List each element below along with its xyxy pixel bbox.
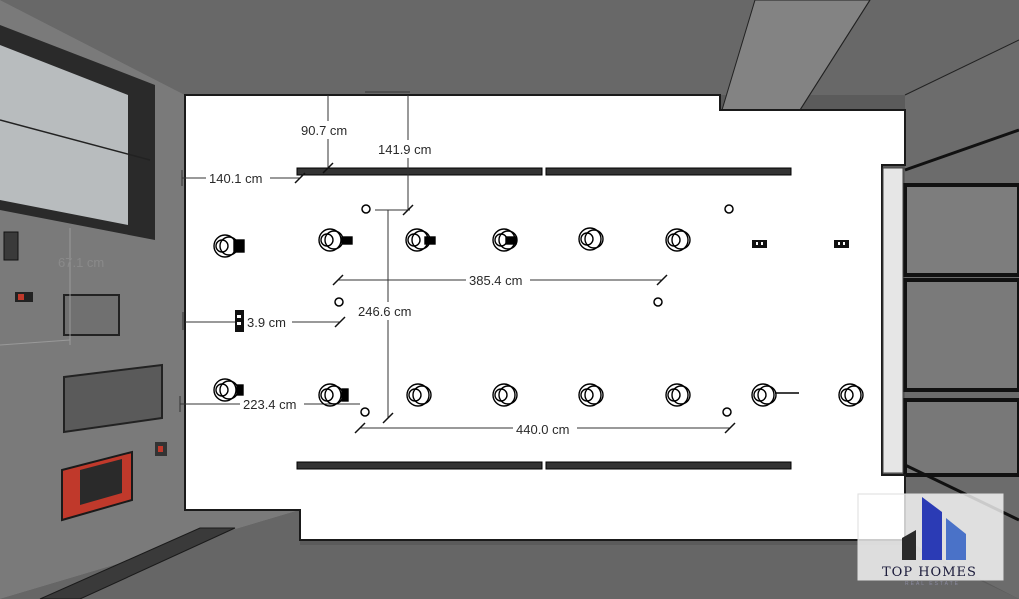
- linear-light-track-icon: [545, 167, 792, 176]
- dimension-label: 90.7 cm: [301, 123, 347, 138]
- spotlight-row-bottom: [213, 378, 864, 407]
- logo-name: TOP HOMES: [882, 565, 977, 580]
- spotlight-fixture-icon: [492, 383, 518, 407]
- window-glass: [0, 45, 128, 225]
- ceiling-socket-icon: [834, 240, 849, 248]
- spotlight-fixture-icon: [578, 227, 604, 251]
- bottom-floor: [0, 510, 1019, 599]
- wall-switch: [3, 231, 19, 261]
- ceiling-socket-icon: [235, 310, 244, 332]
- ceiling-points: [334, 204, 734, 417]
- dimension-label: 67.1 cm: [58, 255, 104, 270]
- curtain-strip: [882, 167, 904, 474]
- logo: TOP HOMES REAL ESTATE: [857, 493, 1004, 587]
- dimension-label: 140.1 cm: [209, 171, 262, 186]
- spotlight-fixture-icon: [578, 383, 604, 407]
- spotlight-fixture-icon: [405, 228, 436, 252]
- linear-light-bottom: [296, 461, 792, 470]
- spotlight-fixture-icon: [318, 228, 353, 252]
- spotlight-fixture-icon: [665, 228, 691, 252]
- linear-light-track-icon: [296, 461, 543, 470]
- window-cable: [0, 119, 151, 161]
- spotlight-fixture-icon: [665, 383, 691, 407]
- linear-light-track-icon: [296, 167, 543, 176]
- ceiling-point-icon: [653, 297, 663, 307]
- right-glass-bottom: [903, 398, 1019, 477]
- fireplace-inner: [80, 459, 122, 505]
- right-glass-lower: [903, 278, 1019, 392]
- right-frame-line: [904, 128, 1019, 172]
- dimension-label: 3.9 cm: [247, 315, 286, 330]
- ceiling-surface: [184, 94, 906, 541]
- wall-small-box-red: [158, 446, 163, 452]
- floor-grille: [39, 527, 236, 599]
- dimension-label: 385.4 cm: [469, 273, 522, 288]
- dimension-label: 440.0 cm: [516, 422, 569, 437]
- ceiling-socket-icon: [752, 240, 767, 248]
- tv-panel: [63, 363, 163, 434]
- dimension-label: 141.9 cm: [378, 142, 431, 157]
- spotlight-fixture-icon: [318, 383, 349, 407]
- ceiling-socket-group: [235, 240, 849, 332]
- wall-indicator-red: [18, 294, 24, 300]
- spotlight-fixture-icon: [213, 378, 244, 402]
- building-logo-icon: [902, 497, 966, 560]
- ceiling-point-icon: [724, 204, 734, 214]
- dimension-label: 246.6 cm: [358, 304, 411, 319]
- linear-light-track-icon: [545, 461, 792, 470]
- spotlight-fixture-icon: [838, 383, 864, 407]
- ceiling-point-icon: [334, 297, 344, 307]
- ceiling-point-icon: [722, 407, 732, 417]
- right-glass-upper: [903, 183, 1019, 277]
- spotlight-fixture-icon: [751, 383, 799, 407]
- spotlight-fixture-icon: [492, 228, 518, 252]
- ceiling-point-icon: [360, 407, 370, 417]
- wall-panel: [63, 294, 120, 336]
- dimension-ticks: [294, 162, 736, 434]
- dimension-label: 223.4 cm: [243, 397, 296, 412]
- spotlight-fixture-icon: [213, 234, 245, 258]
- linear-light-top: [296, 167, 792, 176]
- ceiling-point-icon: [361, 204, 371, 214]
- logo-tagline: REAL ESTATE: [905, 581, 960, 587]
- wall-edge-line: [904, 39, 1019, 96]
- spotlight-row-top: [213, 227, 691, 258]
- spotlight-fixture-icon: [406, 383, 432, 407]
- wall-edge-line: [799, 0, 871, 111]
